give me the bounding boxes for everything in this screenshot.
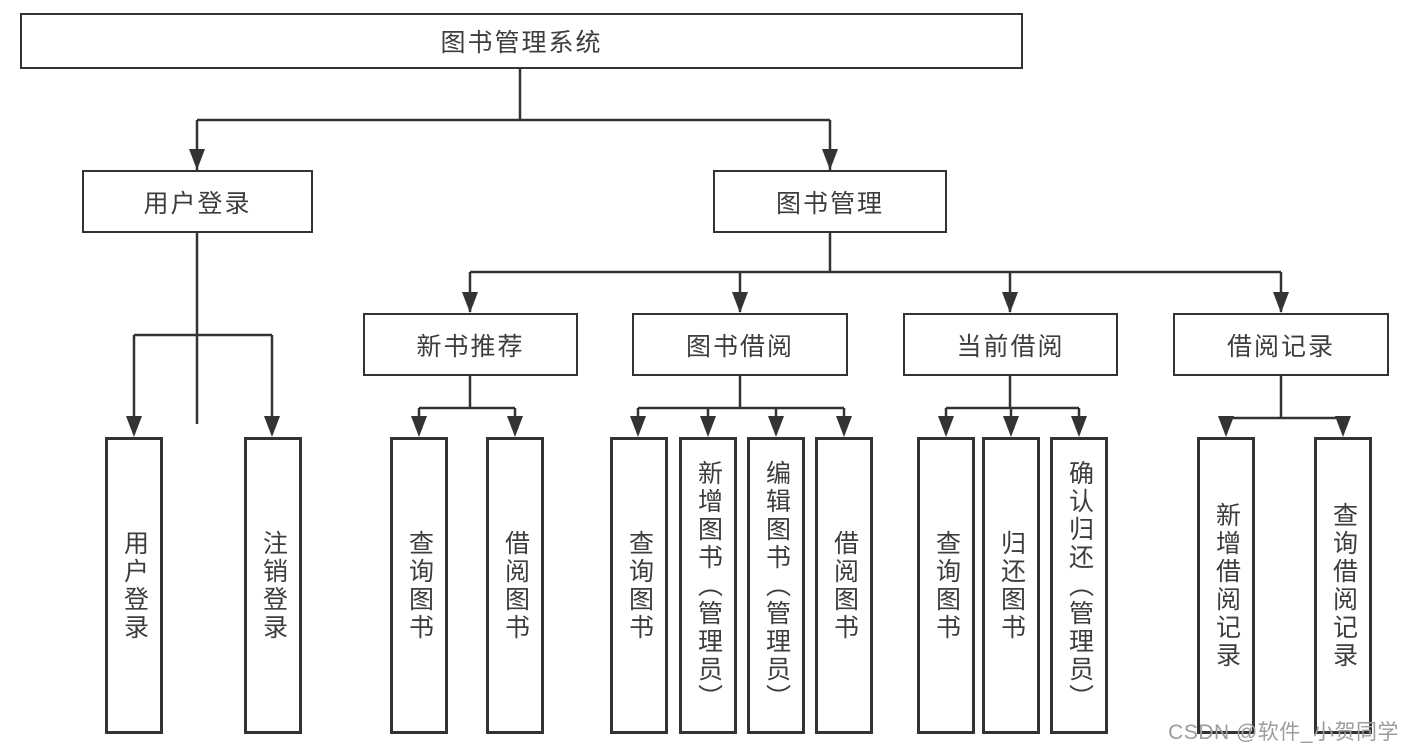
node-book-borrowing: 图书借阅	[632, 313, 848, 376]
node-user-login: 用户登录	[82, 170, 313, 233]
leaf-logout: 注销登录	[244, 437, 302, 734]
leaf-logout-label: 注销登录	[259, 529, 288, 642]
leaf-add-borrow-record-label: 新增借阅记录	[1212, 501, 1241, 670]
arrowheads	[126, 149, 1351, 437]
leaf-confirm-return-admin-label: 确认归还（管理员）	[1065, 459, 1094, 712]
leaf-borrow-books-borrowing-label: 借阅图书	[830, 529, 859, 642]
node-book-borrowing-label: 图书借阅	[685, 332, 794, 361]
leaf-borrow-books-recommend-label: 借阅图书	[501, 529, 530, 642]
node-new-book-recommendation-label: 新书推荐	[416, 332, 525, 361]
leaf-add-borrow-record: 新增借阅记录	[1197, 437, 1255, 734]
leaf-query-borrow-record: 查询借阅记录	[1314, 437, 1372, 734]
leaf-query-books-current: 查询图书	[917, 437, 975, 734]
leaf-return-books: 归还图书	[982, 437, 1040, 734]
leaf-edit-book-admin-label: 编辑图书（管理员）	[762, 459, 791, 712]
leaf-query-books-current-label: 查询图书	[932, 529, 961, 642]
node-borrowing-records: 借阅记录	[1173, 313, 1389, 376]
node-user-login-label: 用户登录	[143, 189, 252, 218]
leaf-query-books-recommend-label: 查询图书	[405, 529, 434, 642]
leaf-return-books-label: 归还图书	[997, 529, 1026, 642]
node-book-management-label: 图书管理	[775, 189, 884, 218]
leaf-query-books-recommend: 查询图书	[390, 437, 448, 734]
leaf-query-borrow-record-label: 查询借阅记录	[1329, 501, 1358, 670]
node-library-system: 图书管理系统	[20, 13, 1023, 69]
leaf-add-book-admin-label: 新增图书（管理员）	[694, 459, 723, 712]
leaf-user-login: 用户登录	[105, 437, 163, 734]
leaf-confirm-return-admin: 确认归还（管理员）	[1050, 437, 1108, 734]
node-current-borrowing: 当前借阅	[903, 313, 1118, 376]
leaf-edit-book-admin: 编辑图书（管理员）	[747, 437, 805, 734]
node-borrowing-records-label: 借阅记录	[1226, 332, 1335, 361]
leaf-user-login-label: 用户登录	[120, 529, 149, 642]
leaf-borrow-books-recommend: 借阅图书	[486, 437, 544, 734]
leaf-borrow-books-borrowing: 借阅图书	[815, 437, 873, 734]
node-book-management: 图书管理	[713, 170, 947, 233]
leaf-add-book-admin: 新增图书（管理员）	[679, 437, 737, 734]
leaf-query-books-borrowing: 查询图书	[610, 437, 668, 734]
node-library-system-label: 图书管理系统	[440, 29, 603, 57]
node-new-book-recommendation: 新书推荐	[363, 313, 578, 376]
node-current-borrowing-label: 当前借阅	[956, 332, 1065, 361]
leaf-query-books-borrowing-label: 查询图书	[625, 529, 654, 642]
csdn-watermark: CSDN @软件_小贺同学	[1168, 721, 1399, 744]
